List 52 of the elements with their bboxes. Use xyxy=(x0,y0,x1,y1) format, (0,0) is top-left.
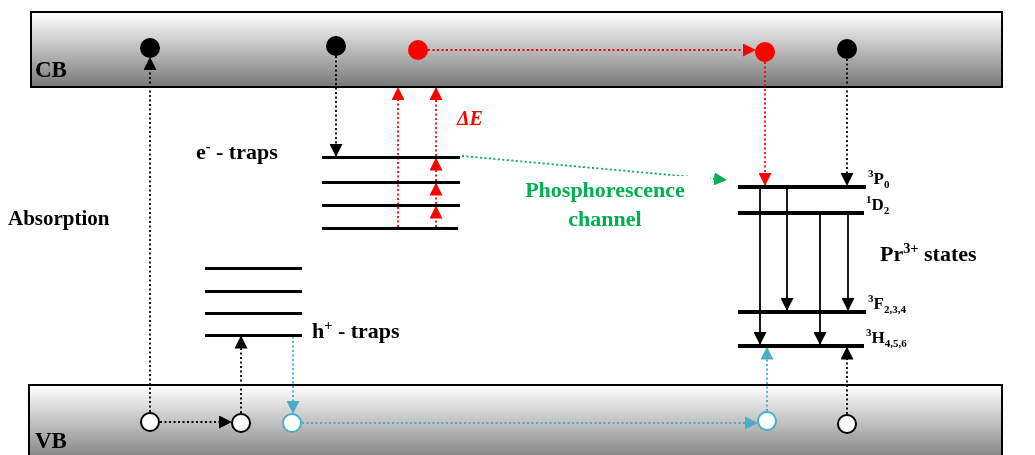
arrow xyxy=(760,346,774,412)
process-label: Absorption xyxy=(8,207,110,231)
hole-circle xyxy=(756,410,777,431)
arrow xyxy=(301,416,758,430)
hole-circle xyxy=(139,411,160,432)
arrow xyxy=(329,55,343,157)
arrow xyxy=(429,205,443,228)
arrow xyxy=(143,57,157,413)
state-label: $^{3}$P$_{0}$ xyxy=(868,170,890,189)
energy-level-line xyxy=(322,181,460,184)
hole-circle xyxy=(836,413,857,434)
trap-label: e$^{-}$ - traps xyxy=(196,140,278,165)
arrow xyxy=(841,213,855,311)
hole-circle xyxy=(230,412,251,433)
arrow xyxy=(427,43,756,57)
electron-circle xyxy=(836,38,857,59)
electron-circle xyxy=(407,39,428,60)
energy-level-line xyxy=(322,227,458,230)
arrow xyxy=(753,187,767,345)
band-label: CB xyxy=(35,57,67,83)
electron-circle xyxy=(325,35,346,56)
arrow xyxy=(840,58,854,186)
arrow xyxy=(780,187,794,311)
arrow xyxy=(391,87,405,228)
energy-gap-label: ΔE xyxy=(457,107,483,129)
conduction-band xyxy=(30,11,1003,88)
arrow xyxy=(429,182,443,205)
energy-level-line xyxy=(322,204,460,207)
energy-level-line xyxy=(205,334,302,337)
energy-level-line xyxy=(322,156,460,159)
trap-label: h$^{+}$ - traps xyxy=(312,319,400,344)
arrow xyxy=(840,346,854,415)
arrow xyxy=(159,415,232,429)
arrow xyxy=(758,61,772,186)
state-label: $^{3}$F$_{2,3,4}$ xyxy=(868,295,906,314)
arrow xyxy=(234,335,248,414)
energy-level-line xyxy=(205,312,302,315)
electron-circle xyxy=(139,37,160,58)
arrow xyxy=(813,213,827,345)
energy-level-line xyxy=(205,290,302,293)
state-label: $^{1}$D$_{2}$ xyxy=(866,196,890,215)
hole-circle xyxy=(281,412,302,433)
states-label: Pr$^{3+}$ states xyxy=(880,242,977,267)
valence-band xyxy=(28,384,1003,455)
band-label: VB xyxy=(35,428,67,454)
arrow xyxy=(286,335,300,414)
energy-level-line xyxy=(205,267,302,270)
electron-circle xyxy=(754,41,775,62)
arrow xyxy=(429,157,443,182)
state-label: $^{3}$H$_{4,5,6}$ xyxy=(866,329,907,348)
arrow xyxy=(461,155,727,186)
arrow xyxy=(429,87,443,157)
